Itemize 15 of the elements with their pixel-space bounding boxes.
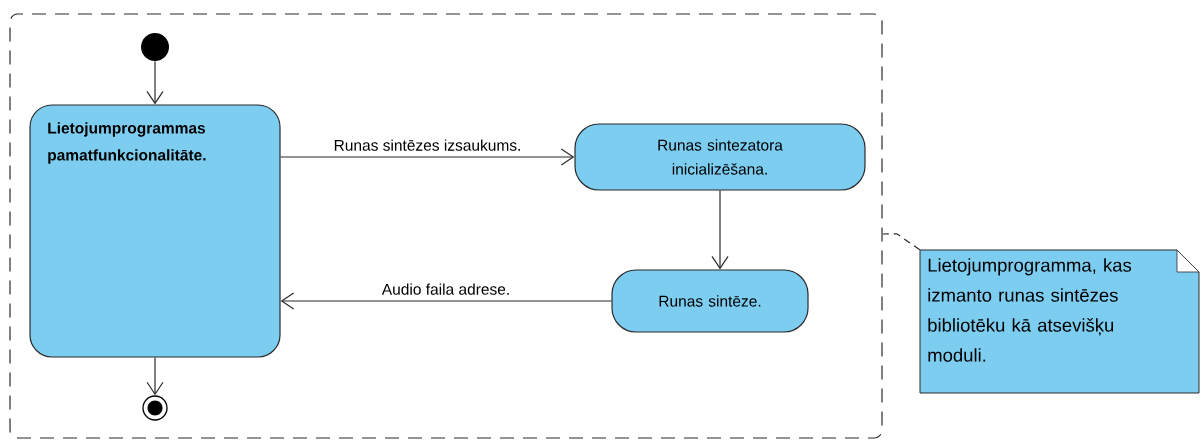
arrow (146, 60, 164, 105)
activity-box: Lietojumprogrammas pamatfunkcionalitāte. (29, 104, 281, 358)
initial-node (141, 33, 169, 61)
arrow (280, 292, 612, 310)
arrow (146, 356, 164, 396)
leader-line (882, 233, 921, 251)
arrow (711, 190, 729, 270)
final-node (142, 395, 168, 421)
action-box: Runas sintezatora inicializēšana. (574, 123, 866, 191)
system-boundary (9, 13, 883, 439)
note-box: Lietojumprogramma, kas izmanto runas sintēzes bibliotēku kā atsevišķu moduli. (919, 249, 1200, 394)
arrow (280, 148, 575, 166)
edge-label: Runas sintēzes izsaukums. (334, 139, 520, 151)
edge-label: Audio faila adrese. (381, 283, 509, 295)
action-box: Runas sintēze. (611, 269, 809, 333)
